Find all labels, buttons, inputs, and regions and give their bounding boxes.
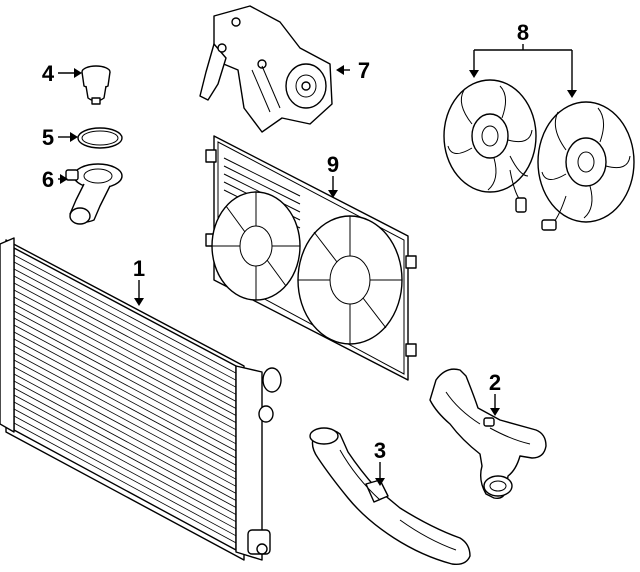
radiator-fin <box>13 380 237 501</box>
radiator-fin <box>13 387 237 508</box>
callout-8: 8 <box>517 20 529 45</box>
radiator-fin <box>13 254 237 374</box>
thermostat-icon[interactable] <box>81 65 111 105</box>
lower-hose-icon[interactable] <box>429 368 547 500</box>
callout-3: 3 <box>374 438 386 463</box>
radiator-icon[interactable] <box>0 237 282 561</box>
radiator-fin <box>13 331 237 452</box>
callout-4: 4 <box>42 61 55 86</box>
radiator-fin <box>13 352 237 473</box>
callout-9: 9 <box>327 152 339 177</box>
fan-motor-icon[interactable] <box>443 79 635 231</box>
o-ring-icon[interactable] <box>77 127 123 149</box>
radiator-fin <box>13 289 237 409</box>
upper-hose-icon[interactable] <box>309 427 471 566</box>
radiator-fin <box>13 261 237 381</box>
water-pump-icon[interactable] <box>199 5 333 133</box>
radiator-fin <box>13 296 237 416</box>
radiator-fin <box>13 282 237 402</box>
radiator-fin <box>13 394 237 515</box>
radiator-fin <box>13 275 237 395</box>
thermostat-housing-icon[interactable] <box>65 163 123 225</box>
radiator-fin <box>13 338 237 459</box>
callout-1: 1 <box>133 256 145 281</box>
radiator-fin <box>13 359 237 480</box>
fan-shroud-icon[interactable] <box>205 135 417 381</box>
radiator-fin <box>13 401 237 523</box>
radiator-fin <box>13 317 237 438</box>
radiator-fin <box>13 324 237 445</box>
radiator-fin <box>13 366 237 487</box>
radiator-fin <box>13 422 237 544</box>
callout-6: 6 <box>42 167 54 192</box>
radiator-fin <box>13 415 237 537</box>
radiator-fin <box>13 268 237 388</box>
callout-labels: 1 2 3 4 5 6 7 8 9 <box>42 20 529 463</box>
callout-7: 7 <box>358 58 370 83</box>
radiator-fin <box>13 345 237 466</box>
radiator-fin <box>13 303 237 423</box>
leader-lines <box>58 44 577 486</box>
callout-2: 2 <box>489 370 501 395</box>
callout-5: 5 <box>42 125 54 150</box>
radiator-fin <box>13 373 237 494</box>
radiator-fin <box>13 408 237 530</box>
radiator-fin <box>13 310 237 431</box>
